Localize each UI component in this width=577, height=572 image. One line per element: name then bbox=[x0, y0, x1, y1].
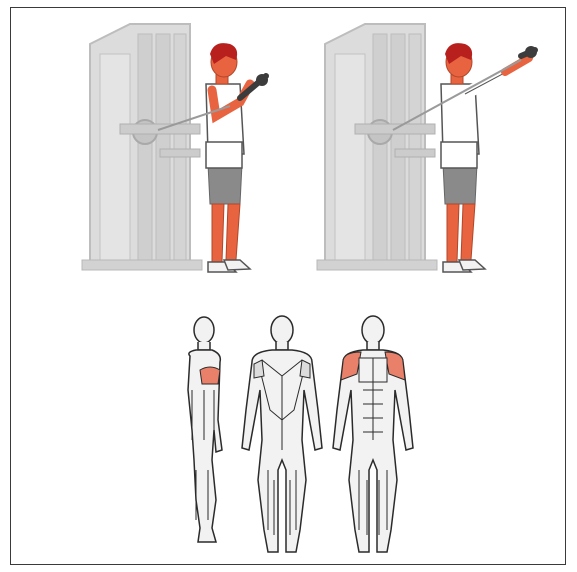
start-position-panel bbox=[82, 24, 268, 272]
body-back-view bbox=[242, 316, 322, 552]
end-position-panel bbox=[317, 24, 537, 272]
body-front-view bbox=[333, 316, 413, 552]
body-side-view bbox=[188, 317, 222, 542]
highlight-shoulder-side bbox=[200, 367, 220, 384]
muscle-diagram bbox=[188, 316, 413, 552]
cable-machine-right bbox=[317, 24, 437, 270]
cable-machine-left bbox=[82, 24, 202, 270]
